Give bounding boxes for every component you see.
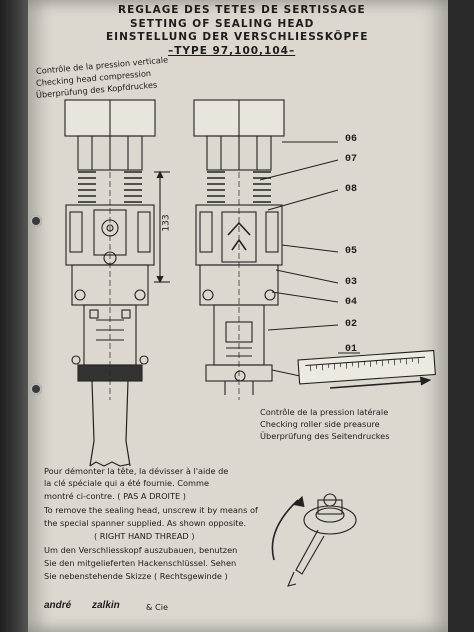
instr-fr-1: Pour démonter la tête, la dévisser à l'a… [44,466,229,476]
callout-04: 04 [345,297,358,308]
callout-03: 03 [345,277,358,288]
callout-06: 06 [345,134,358,145]
binder-edge [0,0,28,632]
callout-01: 01 [345,344,358,355]
instr-en-2: the special spanner supplied. As shown o… [44,518,247,528]
instr-de-3: Sie nebenstehende Skizze ( Rechtsgewinde… [44,571,228,581]
instr-en-1: To remove the sealing head, unscrew it b… [44,505,258,515]
footer-brand-zalkin: zalkin [92,600,120,611]
callout-02: 02 [345,319,358,330]
instr-de-1: Um den Verschliesskopf auszubauen, benut… [44,545,238,555]
title-fr: REGLAGE DES TETES DE SERTISSAGE [118,4,366,16]
instr-fr-3: montré ci-contre. ( PAS A DROITE ) [44,491,186,501]
footer-suffix: & Cie [146,602,169,612]
title-de: EINSTELLUNG DER VERSCHLIESSKÖPFE [106,31,369,43]
title-en: SETTING OF SEALING HEAD [130,18,315,30]
caption-lateral-fr: Contrôle de la pression latérale [260,407,389,417]
callout-05: 05 [345,246,358,257]
binder-hole-top [30,215,42,227]
title-type: –TYPE 97,100,104– [168,45,296,57]
dimension-label: 133 [161,214,172,232]
caption-lateral-en: Checking roller side preasure [260,419,380,429]
footer-brand-andre: andré [44,600,72,611]
callout-07: 07 [345,154,358,165]
instr-en-3: ( RIGHT HAND THREAD ) [94,531,195,541]
callout-08: 08 [345,184,358,195]
instr-fr-2: la clé spéciale qui a été fournie. Comme [44,478,210,488]
instr-de-2: Sie den mitgelieferten Hackenschlüssel. … [44,558,237,568]
caption-lateral-de: Überprüfung des Seitendruckes [260,431,390,441]
binder-hole-bottom [30,383,42,395]
